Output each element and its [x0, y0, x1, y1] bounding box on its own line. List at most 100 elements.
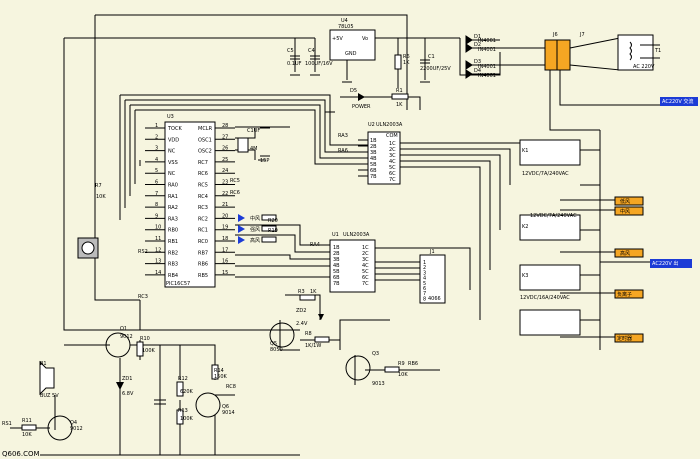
u3-pin-num: 19 [222, 225, 228, 231]
u3-pin-name: RA1 [168, 194, 178, 200]
r7-value: 10K [96, 194, 106, 200]
zd1-symbol [116, 382, 124, 390]
u2-in-name: 3B [370, 150, 377, 156]
u3-pin-num: 5 [155, 168, 158, 174]
u1-out-name: 6C [362, 275, 369, 281]
wire-ac-in [559, 70, 660, 106]
relay-1 [519, 139, 581, 166]
wire-top-rail [95, 14, 408, 110]
ra4-net: RA4 [310, 242, 320, 248]
y1-body [237, 137, 249, 153]
u3-pin-name: RB6 [198, 262, 208, 268]
r9-value: 10K [398, 372, 408, 378]
wire-bus-1 [120, 94, 370, 146]
u2-in-name: 7B [370, 174, 377, 180]
led-label: 高风 [250, 237, 260, 244]
j6-label: J6 [552, 32, 558, 38]
wire-ac-com [549, 70, 600, 131]
u1-body [329, 239, 376, 293]
u3-pin-name: RB2 [168, 250, 178, 256]
q1-body [105, 332, 131, 358]
u3-pin-num: 4 [155, 157, 158, 163]
r1-value: 1K [396, 102, 403, 108]
power-caps [290, 54, 430, 70]
u3-pin-name: RC5 [198, 183, 208, 189]
q4-body [47, 415, 73, 441]
d1-symbol [465, 35, 473, 45]
output-tags [614, 196, 692, 343]
led-label: 中风 [250, 215, 260, 222]
u3-pin-name: RB7 [198, 250, 208, 256]
r13-label: R13 [178, 408, 188, 414]
wire-u2-o5 [400, 166, 481, 320]
r11-body [21, 424, 37, 431]
c1b-value: 15P [260, 158, 269, 164]
u2-out-name: 7C [389, 177, 396, 183]
u2-out-name: 2C [389, 147, 396, 153]
r20-net: R20 [268, 218, 278, 224]
u3-pin-num: 3 [155, 146, 158, 152]
j1-pin-num: 1 [423, 260, 426, 266]
u3-pin-name: OSC2 [198, 149, 212, 155]
u1-out-name: 1C [362, 245, 369, 251]
wire-bus-3 [130, 104, 370, 159]
wire-rb-3 [235, 254, 330, 260]
led-label: 强风 [250, 227, 260, 233]
u2-in-name: 4B [370, 156, 377, 162]
u4-regulator: U4 78L05 +5V Vo GND [329, 18, 376, 61]
r3-label: R3 [298, 289, 305, 295]
u3-pin-name: RC2 [198, 216, 208, 222]
u3-pin-num: 8 [155, 202, 158, 208]
relay4-rating: 12VDC/16A/240VAC [520, 295, 570, 301]
r8-value: 1K/1W [305, 343, 321, 349]
u1-part: ULN2003A [343, 232, 370, 238]
c5-label: C5 [287, 48, 294, 54]
r9-body [384, 366, 400, 373]
u2-out-name: 5C [389, 165, 396, 171]
r10-value: 100K [142, 348, 156, 354]
wire-rb-1 [235, 224, 330, 246]
tag-timer [614, 333, 644, 343]
u3-pin-num: 11 [155, 236, 161, 242]
tag-high-label: 高风 [620, 250, 630, 257]
ra3-net: RA3 [338, 133, 348, 139]
u3-pin-name: RB1 [168, 239, 178, 245]
led-resistor [261, 225, 277, 232]
u2-out-name: 1C [389, 141, 396, 147]
u3-pin-name: VDD [168, 137, 179, 143]
wire-r7 [94, 255, 140, 301]
u1-out-name: 3C [362, 257, 369, 263]
led-icon [238, 236, 245, 244]
r12-label: R12 [178, 376, 188, 382]
r11-label: R11 [22, 418, 32, 424]
wire-r14 [180, 344, 216, 380]
u3-pin-name: TOCK [167, 126, 182, 132]
relay3-k: K3 [522, 273, 528, 279]
wire-rb-5 [235, 273, 331, 278]
u3-pin-num: 6 [155, 180, 158, 186]
r14-label: R14 [214, 368, 224, 374]
d5-value: POWER [352, 104, 371, 110]
u3-pins-right: 28MCLR27OSC126OSC225RC724RC623RC522RC421… [198, 123, 235, 279]
r2-value: 1K [310, 289, 317, 295]
led-resistor [261, 236, 277, 243]
d2-symbol [465, 43, 473, 53]
c1-value: 2200UF/25V [420, 66, 451, 72]
u2-out-name: 6C [389, 171, 396, 177]
r14-body [211, 364, 219, 380]
u3-pin-num: 10 [155, 225, 161, 231]
tag-mid-label: 中风 [620, 208, 630, 215]
d4-symbol [465, 69, 473, 79]
u3-pin-num: 24 [222, 168, 228, 174]
u4-body [329, 29, 376, 61]
j1-body [419, 254, 446, 304]
t1-body [617, 34, 654, 71]
bottom-circuit [21, 332, 221, 441]
u4-gnd: GND [345, 51, 357, 57]
pot-knob [81, 241, 95, 255]
tag-low [614, 196, 644, 206]
u1-out-name: 4C [362, 263, 369, 269]
